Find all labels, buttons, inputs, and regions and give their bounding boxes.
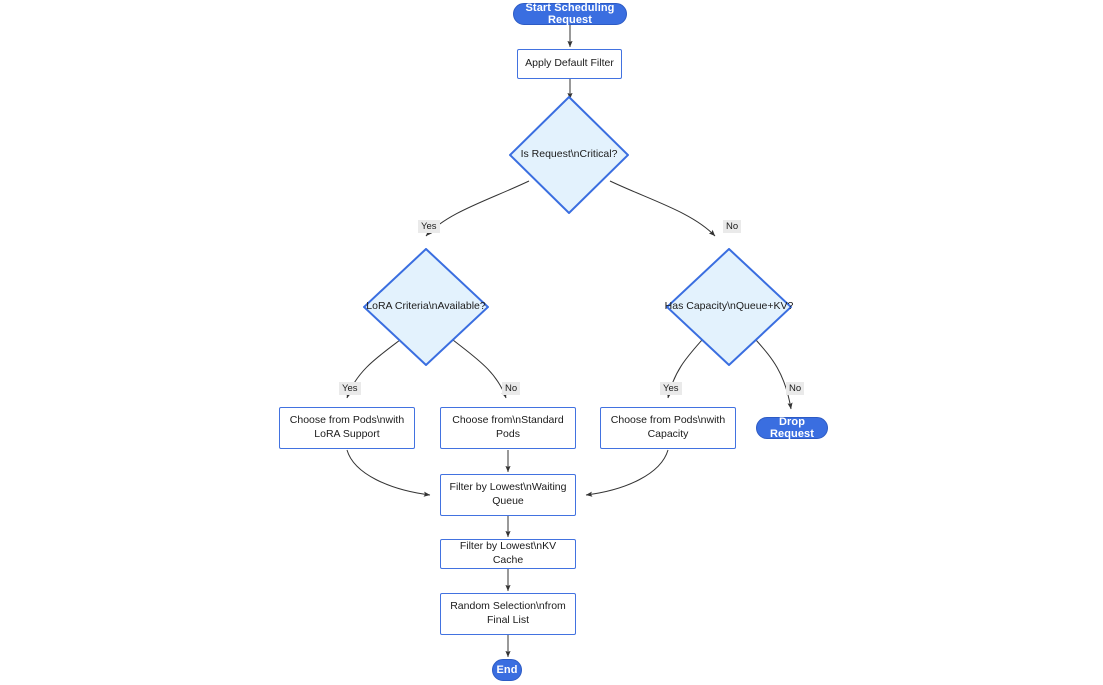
edge-label-yes-critical: Yes bbox=[418, 220, 440, 234]
diamond-shape-icon bbox=[509, 96, 629, 214]
node-drop-request[interactable]: Drop Request bbox=[756, 415, 828, 440]
node-filter-kv-cache[interactable]: Filter by Lowest\nKV Cache bbox=[440, 539, 576, 569]
node-random-selection[interactable]: Random Selection\nfrom Final List bbox=[440, 593, 576, 635]
node-lora-criteria-available[interactable]: LoRA Criteria\nAvailable? bbox=[363, 248, 489, 366]
edge-capacity-no-to-drop bbox=[755, 339, 793, 410]
node-choose-pods-lora[interactable]: Choose from Pods\nwith LoRA Support bbox=[279, 407, 415, 449]
node-lora-criteria-available-label: LoRA Criteria\nAvailable? bbox=[366, 300, 486, 313]
edge-label-no-lora: No bbox=[502, 382, 521, 396]
node-start-label: Start Scheduling Request bbox=[525, 1, 615, 26]
node-end[interactable]: End bbox=[492, 659, 522, 681]
node-choose-standard-pods-line2: Pods bbox=[496, 428, 520, 440]
node-is-request-critical-label: Is Request\nCritical? bbox=[520, 148, 618, 161]
node-choose-pods-capacity[interactable]: Choose from Pods\nwith Capacity bbox=[600, 407, 736, 449]
node-filter-waiting-queue-line1: Filter by Lowest\nWaiting bbox=[449, 481, 567, 494]
node-choose-pods-capacity-line1: Choose from Pods\nwith bbox=[610, 414, 726, 427]
edge-pods-capacity-to-filter-queue bbox=[585, 449, 669, 497]
node-apply-default-filter-label: Apply Default Filter bbox=[525, 57, 614, 70]
node-has-capacity-label: Has Capacity\nQueue+KV? bbox=[664, 300, 794, 313]
node-choose-pods-lora-line1: Choose from Pods\nwith bbox=[289, 414, 405, 427]
node-apply-default-filter[interactable]: Apply Default Filter bbox=[517, 49, 622, 79]
node-random-selection-line2: Final List bbox=[486, 614, 529, 626]
node-filter-waiting-queue-line2: Queue bbox=[492, 495, 524, 507]
node-choose-standard-pods[interactable]: Choose from\nStandard Pods bbox=[440, 407, 576, 449]
edge-label-yes-capacity: Yes bbox=[660, 382, 682, 396]
diamond-shape-icon bbox=[363, 248, 489, 366]
node-start[interactable]: Start Scheduling Request bbox=[513, 1, 627, 26]
node-drop-request-label: Drop Request bbox=[769, 415, 815, 440]
node-filter-waiting-queue[interactable]: Filter by Lowest\nWaiting Queue bbox=[440, 474, 576, 516]
node-choose-standard-pods-line1: Choose from\nStandard bbox=[452, 414, 564, 427]
node-has-capacity[interactable]: Has Capacity\nQueue+KV? bbox=[664, 248, 794, 366]
edge-pods-lora-to-filter-queue bbox=[346, 449, 431, 497]
node-choose-pods-capacity-line2: Capacity bbox=[647, 428, 689, 440]
node-random-selection-line1: Random Selection\nfrom bbox=[450, 600, 566, 613]
node-end-label: End bbox=[496, 663, 518, 676]
edge-label-no-capacity: No bbox=[786, 382, 805, 396]
edge-label-no-critical: No bbox=[723, 220, 742, 234]
node-is-request-critical[interactable]: Is Request\nCritical? bbox=[509, 96, 629, 214]
edge-label-yes-lora: Yes bbox=[339, 382, 361, 396]
node-choose-pods-lora-line2: LoRA Support bbox=[314, 428, 380, 440]
diamond-shape-icon bbox=[666, 248, 792, 366]
node-filter-kv-cache-label: Filter by Lowest\nKV Cache bbox=[459, 540, 557, 566]
edge-critical-no-to-capacity bbox=[609, 180, 716, 237]
